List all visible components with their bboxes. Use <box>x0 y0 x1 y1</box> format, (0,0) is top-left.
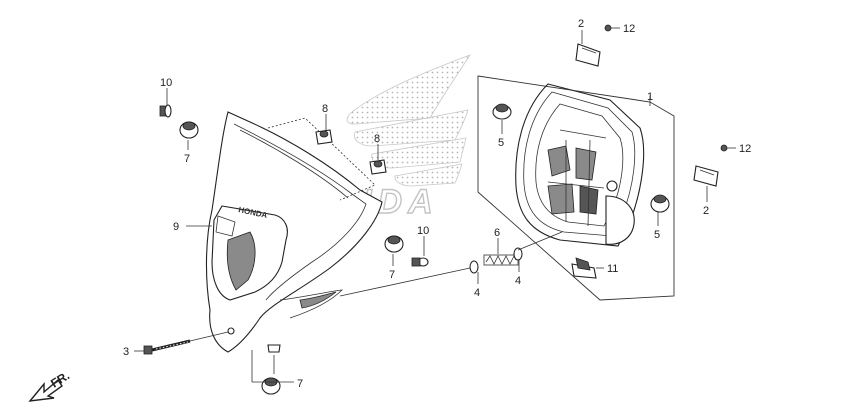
callout-12: 12 <box>739 143 751 155</box>
callout-10: 10 <box>160 77 172 89</box>
grommet-5-lower <box>650 194 670 213</box>
callout-10: 10 <box>417 225 429 237</box>
washer-4-right <box>513 247 523 261</box>
bolt-10-top <box>159 104 172 118</box>
callout-3: 3 <box>123 346 129 358</box>
callout-labels: 1 2 2 3 4 4 5 5 6 7 7 7 8 8 9 10 10 11 1… <box>123 18 751 390</box>
callout-1: 1 <box>647 91 653 103</box>
callout-7: 7 <box>297 378 303 390</box>
callout-9: 9 <box>173 221 179 233</box>
callout-6: 6 <box>494 227 500 239</box>
callout-4: 4 <box>474 287 480 299</box>
callout-12: 12 <box>623 23 635 35</box>
callout-5: 5 <box>498 137 504 149</box>
callout-8: 8 <box>322 103 328 115</box>
callout-11: 11 <box>607 263 618 275</box>
leader-lines <box>134 30 708 383</box>
washer-4-left <box>469 260 479 274</box>
front-arrow-icon <box>28 378 63 402</box>
callout-8: 8 <box>374 133 380 145</box>
callout-4: 4 <box>515 275 521 287</box>
rubber-7-bottom <box>261 377 281 395</box>
bracket-right <box>693 165 719 187</box>
clip-11 <box>571 257 597 279</box>
screw-12-right <box>720 144 736 152</box>
headlight-visor: HONDA <box>205 111 383 353</box>
callout-5: 5 <box>654 229 660 241</box>
spring-6 <box>483 254 519 266</box>
callout-7: 7 <box>184 153 190 165</box>
rubber-7-middle <box>384 235 404 253</box>
bolt-10-middle <box>411 257 429 267</box>
grommet-5-upper <box>492 103 512 120</box>
screw-12-upper <box>604 24 620 32</box>
rubber-7-top <box>179 121 199 139</box>
collar-8-upper <box>315 129 333 145</box>
headlight-unit <box>515 83 645 247</box>
bolt-3 <box>143 339 191 355</box>
callout-7: 7 <box>389 269 395 281</box>
bracket-upper <box>575 43 601 67</box>
collar-8-lower <box>369 159 387 175</box>
callout-2: 2 <box>703 205 709 217</box>
callout-2: 2 <box>578 18 584 30</box>
front-direction-marker: FR. <box>28 368 72 402</box>
